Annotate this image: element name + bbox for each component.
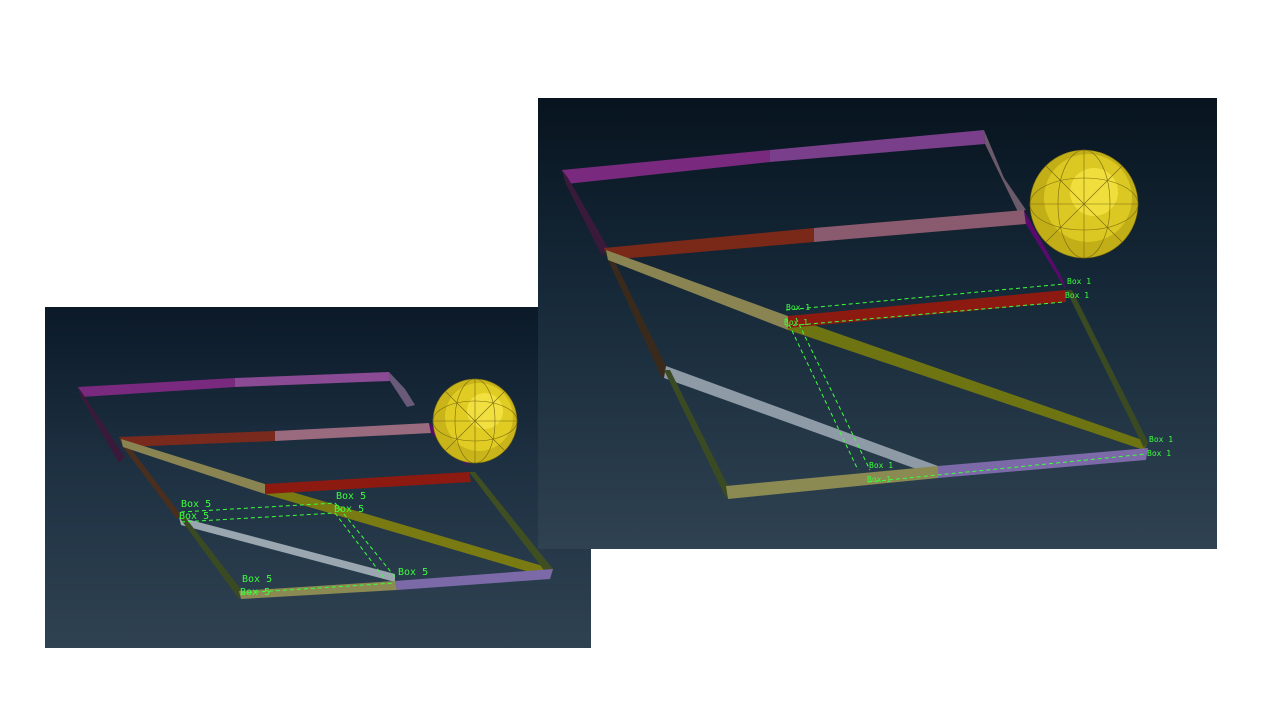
left-rail-brown — [119, 437, 181, 519]
box-label: Box 5 — [240, 587, 270, 598]
selection-outline — [785, 283, 1147, 483]
box-label: Box 1 — [1067, 277, 1091, 286]
middle-beam-pink — [275, 423, 431, 441]
beam-silver — [664, 366, 938, 476]
left-rail-brown — [604, 250, 668, 378]
box-label: Box 5 — [336, 491, 366, 502]
front-beam-khaki — [239, 581, 397, 599]
box-label: Box 1 — [784, 318, 808, 327]
back-beam-lavender — [235, 372, 390, 387]
lower-left-rail — [664, 370, 730, 498]
middle-beam-rust — [604, 228, 814, 260]
lower-left-rail — [179, 517, 243, 599]
left-rail-dark — [78, 387, 125, 463]
front-beam-red — [265, 472, 471, 494]
left-3d-viewport[interactable]: Box 5 Box 5 Box 5 Box 5 Box 5 Box 5 Box … — [45, 307, 591, 648]
back-beam-lavender — [770, 130, 985, 162]
beam-silver — [179, 517, 395, 582]
right-rail-olive — [469, 472, 553, 578]
back-right-corner — [984, 130, 1026, 212]
box-label: Box 5 — [181, 499, 211, 510]
front-beam-red — [788, 290, 1066, 328]
box-label: Box 1 — [786, 303, 810, 312]
right-scene: Box 1 Box 1 Box 1 Box 1 Box 1 Box 1 Box … — [562, 130, 1173, 499]
back-right-corner — [389, 372, 415, 407]
front-beam-khaki — [726, 466, 938, 499]
middle-beam-rust — [119, 431, 275, 447]
diagonal-beam-olive-light — [121, 439, 265, 494]
diagonal-beam-olive — [788, 316, 1148, 450]
right-3d-viewport[interactable]: Box 1 Box 1 Box 1 Box 1 Box 1 Box 1 Box … — [538, 98, 1217, 549]
box-label: Box 1 — [867, 475, 891, 484]
box-label: Box 5 — [242, 574, 272, 585]
sphere-mesh — [432, 378, 518, 464]
diagonal-beam-olive — [265, 484, 553, 578]
sphere-mesh — [1029, 149, 1139, 259]
back-beam-magenta — [78, 378, 235, 397]
right-rail-olive — [1066, 290, 1148, 448]
box-label: Box 1 — [1147, 449, 1171, 458]
box-label: Box 5 — [334, 504, 364, 515]
diagonal-beam-olive-light — [606, 250, 788, 330]
right-post-violet — [1024, 210, 1066, 290]
box-label: Box 5 — [398, 567, 428, 578]
front-beam-purple — [395, 569, 553, 590]
box-label: Box 5 — [179, 511, 209, 522]
box-label: Box 1 — [1149, 435, 1173, 444]
middle-beam-pink — [814, 210, 1026, 242]
front-beam-purple — [938, 448, 1148, 478]
box-label: Box 1 — [1065, 291, 1089, 300]
selection-outline — [180, 502, 396, 594]
back-beam-magenta — [562, 150, 770, 184]
left-scene: Box 5 Box 5 Box 5 Box 5 Box 5 Box 5 Box … — [78, 372, 553, 599]
box-label: Box 1 — [869, 461, 893, 470]
left-rail-dark — [562, 170, 608, 256]
